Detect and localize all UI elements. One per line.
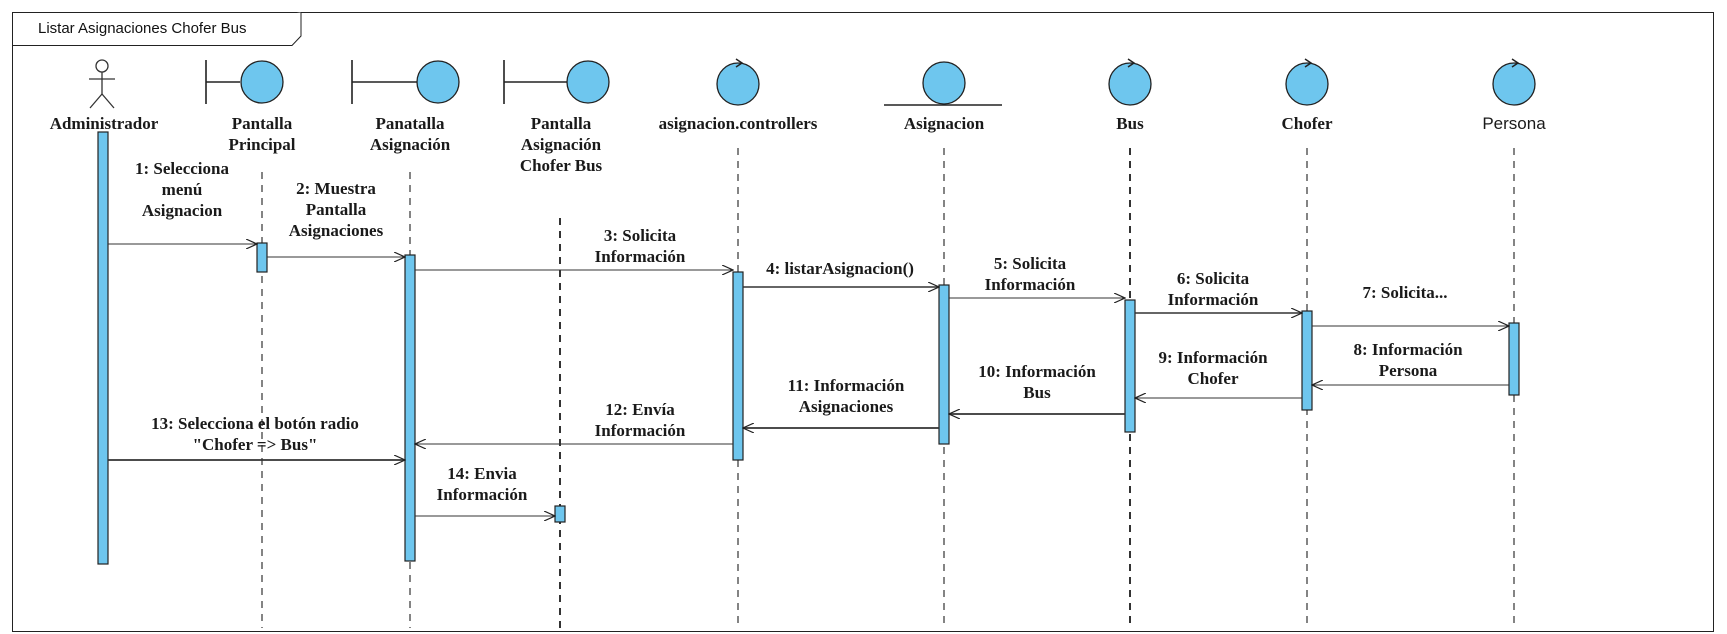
activation-bar xyxy=(938,284,950,445)
message-13-label: 13: Selecciona el botón radio "Chofer =>… xyxy=(151,414,359,454)
activation-bar xyxy=(256,242,268,273)
boundary-icon xyxy=(205,60,284,104)
activation-bar xyxy=(1508,322,1520,396)
boundary-icon xyxy=(503,60,610,104)
lifeline-name-asignacion: Asignacion xyxy=(903,114,985,133)
lifeline-name-bus: Bus xyxy=(1116,114,1144,133)
control-icon xyxy=(1285,58,1329,106)
message-8-label: 8: Información Persona xyxy=(1353,340,1463,380)
message-4-label: 4: listarAsignacion() xyxy=(766,259,914,278)
message-1-label: 1: Selecciona menú Asignacion xyxy=(135,159,229,220)
message-9-label: 9: Información Chofer xyxy=(1158,348,1268,388)
boundary-icon xyxy=(351,60,460,104)
message-12-label: 12: Envía Información xyxy=(594,400,686,440)
message-6-label: 6: Solicita Información xyxy=(1167,269,1259,309)
activation-bar xyxy=(554,505,566,523)
entity-icon xyxy=(884,61,1002,106)
control-icon xyxy=(1108,58,1152,106)
diagram-frame xyxy=(12,12,1714,632)
lifeline-name-asignacion-controllers: asignacion.controllers xyxy=(658,114,818,133)
activation-bar xyxy=(97,131,109,565)
lifeline-name-chofer: Chofer xyxy=(1281,114,1333,133)
activation-bar xyxy=(1301,310,1313,411)
message-5-label: 5: Solicita Información xyxy=(984,254,1076,294)
control-icon xyxy=(716,58,760,106)
lifeline-name-panatalla-asignacion: Panatalla Asignación xyxy=(369,114,451,154)
message-2-label: 2: Muestra Pantalla Asignaciones xyxy=(288,179,384,240)
control-icon xyxy=(1492,58,1536,106)
frame-title: Listar Asignaciones Chofer Bus xyxy=(38,20,247,37)
activation-bar xyxy=(732,271,744,461)
lifeline-name-pantalla-asignacion-chofer-bus: Pantalla Asignación Chofer Bus xyxy=(519,114,603,175)
message-11-label: 11: Información Asignaciones xyxy=(787,376,905,416)
message-14-label: 14: Envia Información xyxy=(436,464,528,504)
lifeline-name-persona: Persona xyxy=(1482,114,1546,133)
actor-icon xyxy=(89,59,115,109)
activation-bar xyxy=(404,254,416,562)
message-3-label: 3: Solicita Información xyxy=(594,226,686,266)
lifeline-name-administrador: Administrador xyxy=(49,114,159,133)
lifeline-name-pantalla-principal: Pantalla Principal xyxy=(228,114,296,154)
activation-bar xyxy=(1124,299,1136,433)
message-7-label: 7: Solicita... xyxy=(1362,283,1448,302)
message-10-label: 10: Información Bus xyxy=(978,362,1096,402)
